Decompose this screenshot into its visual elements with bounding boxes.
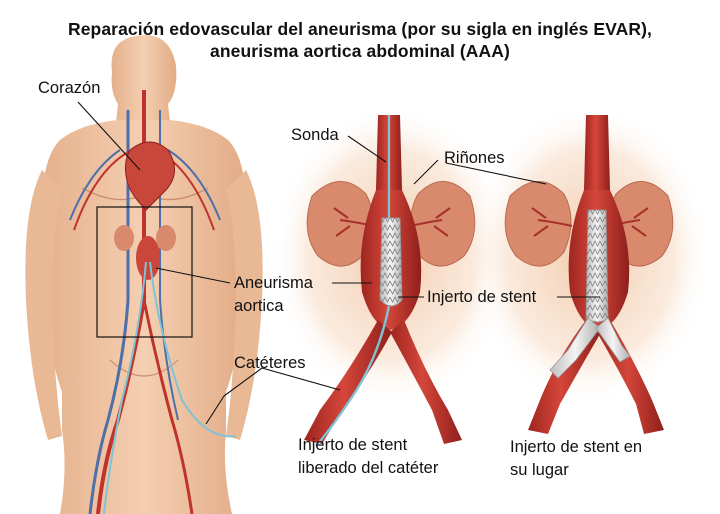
panel-graft-deploying: [272, 105, 512, 447]
caption-middle-line-2: liberado del catéter: [298, 459, 439, 477]
caption-right: Injerto de stent en su lugar: [510, 436, 642, 482]
label-injerto: Injerto de stent: [427, 288, 537, 306]
title-line-1: Reparación edovascular del aneurisma (po…: [67, 19, 653, 39]
caption-middle-line-1: Injerto de stent: [298, 436, 408, 454]
torso-figure: [25, 35, 263, 514]
label-aneurisma-line-2: aortica: [234, 297, 284, 315]
label-sonda: Sonda: [291, 126, 339, 144]
label-aneurisma-line-1: Aneurisma: [234, 274, 313, 292]
zoom-box: [96, 206, 193, 338]
label-aneurisma: Aneurisma aortica: [234, 272, 313, 318]
label-cateteres: Catéteres: [234, 354, 306, 372]
caption-middle: Injerto de stent liberado del catéter: [298, 434, 438, 480]
label-rinones: Riñones: [444, 149, 505, 167]
leader-lines: [77, 101, 600, 425]
label-corazon: Corazón: [38, 79, 101, 97]
caption-right-line-1: Injerto de stent en: [510, 438, 643, 456]
title-line-2: aneurisma aortica abdominal (AAA): [210, 41, 510, 61]
panel-graft-in-place: [470, 105, 710, 434]
caption-right-line-2: su lugar: [510, 461, 569, 479]
figure-title: Reparación edovascular del aneurisma (po…: [0, 18, 720, 62]
